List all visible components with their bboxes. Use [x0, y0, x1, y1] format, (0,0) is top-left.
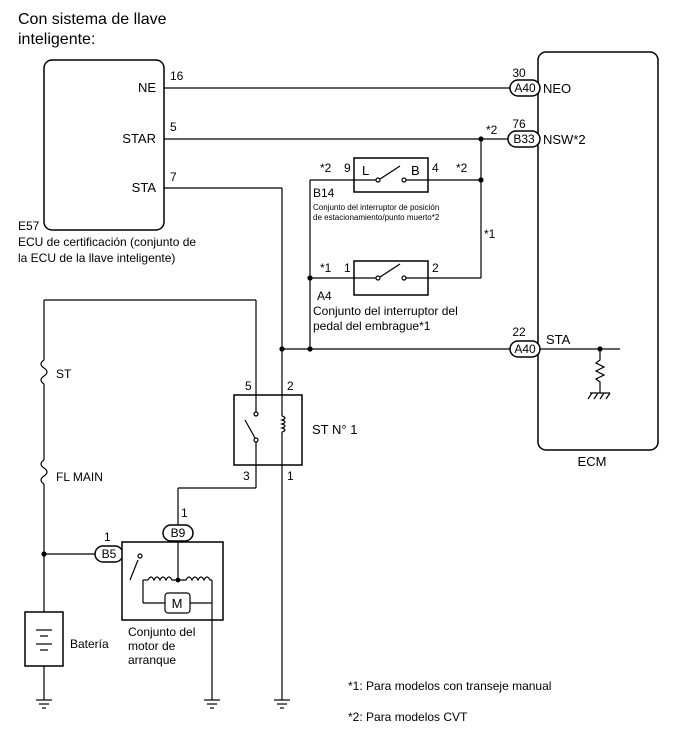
- starter-coil-1: [147, 576, 178, 582]
- pns-pin-right: 4: [432, 161, 439, 175]
- relay-pin-1: 1: [287, 469, 294, 483]
- battery-label: Batería: [70, 637, 109, 651]
- ecu-pin-ne-num: 16: [170, 69, 184, 83]
- ecm-pin-neo-label: NEO: [543, 81, 571, 96]
- note-2: *2: Para modelos CVT: [348, 710, 468, 724]
- ecm-pin-76-num: 76: [512, 117, 526, 131]
- connector-a40-neo: [509, 79, 541, 97]
- starter-name-3: arranque: [128, 653, 176, 667]
- connector-a40-neo-label: A40: [514, 81, 536, 95]
- note-1: *1: Para modelos con transeje manual: [348, 679, 551, 693]
- starter-name-2: motor de: [128, 639, 176, 653]
- ecm-ground-hatch-4: [605, 392, 611, 400]
- ecu-pin-sta-num: 7: [170, 170, 177, 184]
- ecm-pin-22-num: 22: [512, 325, 526, 339]
- ecu-cert-code: E57: [18, 219, 40, 233]
- relay-label: ST N° 1: [312, 422, 357, 437]
- pns-code: B14: [313, 186, 335, 200]
- starter-motor-m: M: [172, 596, 183, 611]
- clutch-desc-1: Conjunto del interruptor del: [313, 304, 458, 318]
- connector-a40-sta-label: A40: [514, 342, 536, 356]
- connector-b5-pin: 1: [104, 530, 111, 544]
- clutch-desc-2: pedal del embrague*1: [313, 319, 431, 333]
- starter-switch-blade: [129, 559, 139, 581]
- ecm-box: [537, 51, 659, 451]
- ecm-label: ECM: [578, 454, 607, 469]
- fuse-st-label: ST: [56, 367, 72, 381]
- pns-pin-left: 9: [344, 161, 351, 175]
- starter-name-1: Conjunto del: [128, 625, 195, 639]
- ground-starter: [204, 699, 220, 709]
- clutch-pin-right: 2: [432, 261, 439, 275]
- connector-b33-nsw: [507, 130, 541, 148]
- ecu-pin-ne-label: NE: [138, 80, 156, 95]
- starter-motor-box: [121, 541, 224, 621]
- wire-note-1: *1: [484, 227, 496, 241]
- pns-desc-1: Conjunto del interruptor de posición: [313, 203, 439, 212]
- pns-term-l: L: [362, 163, 369, 178]
- connector-b9-label: B9: [171, 526, 186, 540]
- ecu-cert-name-2: la ECU de la llave inteligente): [18, 251, 175, 265]
- ground-relay: [274, 699, 290, 709]
- fuse-st-symbol: [40, 359, 48, 385]
- ecu-pin-sta-label: STA: [132, 180, 157, 195]
- starter-contact: [137, 553, 143, 559]
- fuse-fl-main-symbol: [40, 459, 48, 485]
- relay-pin-2: 2: [287, 379, 294, 393]
- relay-pin-3: 3: [243, 469, 250, 483]
- ecm-pin-30-num: 30: [512, 66, 526, 80]
- ecm-pin-nsw-label: NSW*2: [543, 132, 586, 147]
- ecm-ground-hatch-1: [587, 392, 593, 400]
- ecm-ground-hatch-2: [593, 392, 599, 400]
- ecu-cert-name-1: ECU de certificación (conjunto de: [18, 235, 196, 249]
- pns-desc-2: de estacionamiento/punto muerto*2: [313, 213, 440, 222]
- pns-blade: [379, 165, 401, 180]
- starter-coil-2: [178, 576, 212, 582]
- ecu-cert-box: [43, 59, 165, 231]
- connector-b9-pin: 1: [181, 506, 188, 520]
- clutch-blade: [379, 263, 401, 278]
- ecu-pin-star-num: 5: [170, 120, 177, 134]
- battery-box: [24, 611, 64, 667]
- nsw-note: *2: [486, 123, 498, 137]
- clutch-code: A4: [317, 289, 332, 303]
- pns-note-right: *2: [456, 161, 468, 175]
- fuse-fl-main-label: FL MAIN: [56, 470, 103, 484]
- connector-b5-label: B5: [102, 547, 117, 561]
- header-line1: Con sistema de llave: [18, 11, 167, 28]
- pns-term-b: B: [411, 163, 420, 178]
- relay-blade: [244, 419, 256, 439]
- clutch-note-left: *1: [320, 261, 332, 275]
- ecm-pin-sta-label: STA: [546, 332, 571, 347]
- ground-battery: [36, 699, 52, 709]
- clutch-pin-left: 1: [344, 261, 351, 275]
- connector-b33-label: B33: [513, 132, 535, 146]
- header-line2: inteligente:: [18, 31, 95, 48]
- relay-coil: [280, 395, 286, 465]
- relay-st-no1-box: [233, 394, 303, 466]
- ecm-ground-hatch-3: [599, 392, 605, 400]
- relay-pin-5: 5: [245, 379, 252, 393]
- park-neutral-switch-box: [353, 157, 429, 193]
- ecu-pin-star-label: STAR: [122, 131, 156, 146]
- pns-note-left: *2: [320, 161, 332, 175]
- ecm-resistor: [594, 349, 606, 393]
